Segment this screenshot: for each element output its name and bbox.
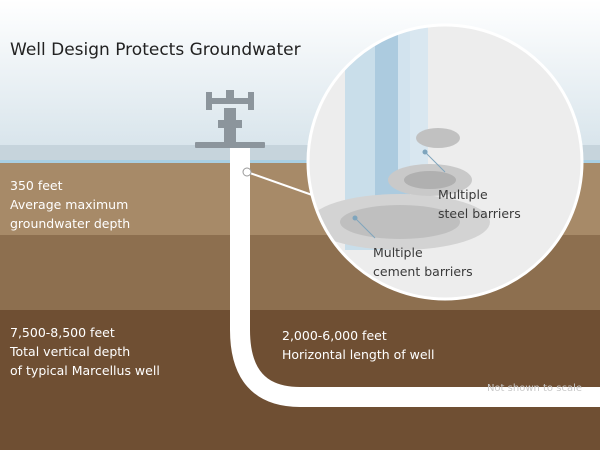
- wellhead-valve-right: [248, 92, 254, 110]
- steel-pointer-dot: [422, 149, 428, 155]
- detail-circle-border: [306, 23, 584, 301]
- wellhead-flange: [218, 120, 242, 128]
- cement-pointer-line: [354, 217, 376, 239]
- groundwater-depth-desc-1: Average maximum: [10, 197, 129, 212]
- vertical-depth-desc-1: Total vertical depth: [10, 344, 131, 359]
- steel-ring-inner: [404, 171, 456, 189]
- well-pipe: [230, 148, 600, 407]
- steel-barriers-label: Multiple steel barriers: [438, 185, 521, 223]
- detail-magnifier: [306, 23, 584, 301]
- horizontal-length-desc: Horizontal length of well: [282, 347, 435, 362]
- cement-barriers-label: Multiple cement barriers: [373, 243, 473, 281]
- groundwater-depth-desc-2: groundwater depth: [10, 216, 131, 231]
- steel-pointer-line: [424, 151, 446, 173]
- wellhead-cap: [226, 90, 234, 100]
- cement-pointer-dot: [352, 215, 358, 221]
- groundwater-depth-label: 350 feet Average maximum groundwater dep…: [10, 176, 130, 233]
- steel-barriers-line-1: Multiple: [438, 187, 488, 202]
- scale-note: Not shown to scale: [486, 383, 582, 394]
- vertical-depth-label: 7,500-8,500 feet Total vertical depth of…: [10, 323, 160, 380]
- cement-barriers-line-1: Multiple: [373, 245, 423, 260]
- groundwater-depth-value: 350 feet: [10, 178, 63, 193]
- wellhead-crossbar: [210, 98, 250, 104]
- callout-anchor-dot: [242, 167, 252, 177]
- inner-ring-cut: [416, 128, 460, 148]
- cement-ring-inner: [340, 205, 460, 239]
- callout-leader-line: [246, 171, 316, 197]
- horizontal-length-label: 2,000-6,000 feet Horizontal length of we…: [282, 326, 435, 364]
- horizontal-length-value: 2,000-6,000 feet: [282, 328, 387, 343]
- wellhead: [195, 90, 265, 148]
- deep-ground-layer: [0, 310, 600, 450]
- groundwater-line: [0, 160, 600, 163]
- diagram-title: Well Design Protects Groundwater: [10, 40, 301, 60]
- steel-barriers-line-2: steel barriers: [438, 206, 521, 221]
- vertical-depth-desc-2: of typical Marcellus well: [10, 363, 160, 378]
- vertical-depth-value: 7,500-8,500 feet: [10, 325, 115, 340]
- cement-barriers-line-2: cement barriers: [373, 264, 473, 279]
- wellhead-base: [195, 142, 265, 148]
- inner-casing: [398, 25, 428, 170]
- wellhead-valve-left: [206, 92, 212, 110]
